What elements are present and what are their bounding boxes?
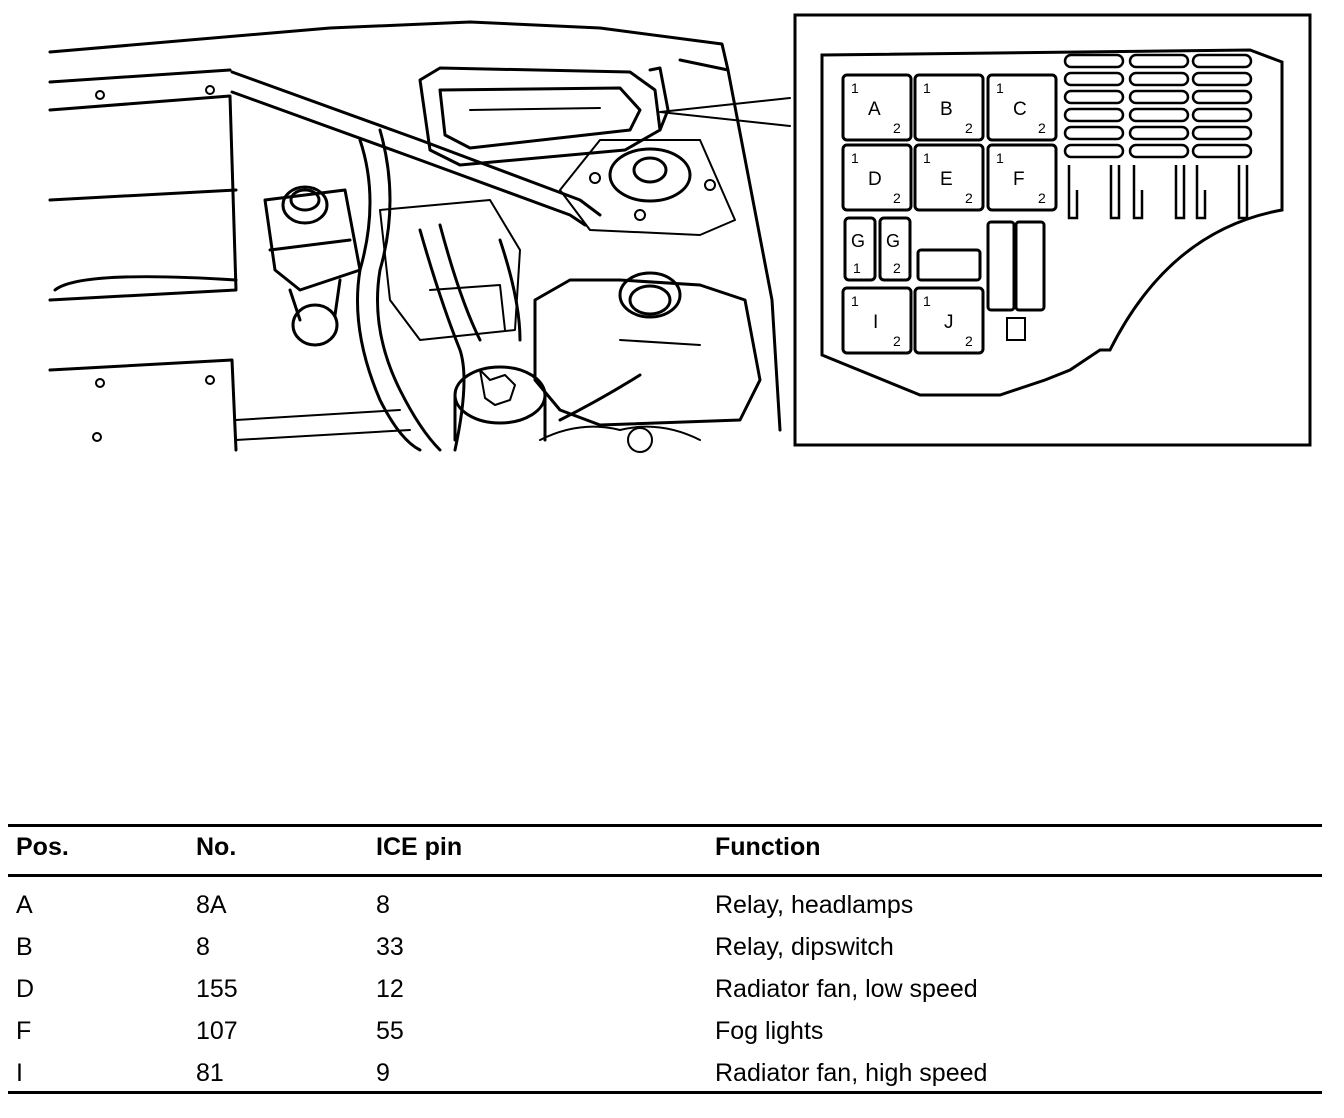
- table-bottom-rule: [8, 1091, 1322, 1094]
- row-4-function: Radiator fan, high speed: [715, 1059, 988, 1087]
- relay-B: 1 B 2: [913, 73, 985, 142]
- fuse-slot: [1128, 143, 1190, 159]
- svg-text:I: I: [873, 312, 878, 333]
- svg-text:D: D: [868, 169, 882, 190]
- svg-text:2: 2: [893, 333, 901, 349]
- svg-text:1: 1: [853, 260, 861, 276]
- fuse-slot: [1128, 71, 1190, 87]
- fuse-slot: [1191, 107, 1253, 123]
- table-header-rule: [8, 874, 1322, 877]
- fuse-slot: [1191, 89, 1253, 105]
- fuse-column-stem: [1132, 165, 1186, 220]
- fuse-column-stem: [1067, 165, 1121, 220]
- svg-text:C: C: [1013, 99, 1027, 120]
- row-0-pos: A: [16, 891, 33, 919]
- row-3-function: Fog lights: [715, 1017, 824, 1045]
- row-3-no: 107: [196, 1017, 238, 1045]
- row-2-pos: D: [16, 975, 35, 1003]
- svg-text:1: 1: [923, 293, 931, 309]
- fuse-slot: [1191, 125, 1253, 141]
- relay-box-diagram: 1 A 2 1 B 2 1 C 2 1 D 2 1 E 2 1 F 2 G 1: [793, 13, 1312, 447]
- fuse-slot: [1191, 53, 1253, 69]
- svg-text:2: 2: [1038, 120, 1046, 136]
- svg-text:1: 1: [996, 80, 1004, 96]
- fuse-slot: [1128, 107, 1190, 123]
- maxi-fuse-1: [986, 220, 1016, 312]
- svg-text:1: 1: [851, 293, 859, 309]
- relay-I: 1 I 2: [841, 286, 913, 355]
- svg-text:2: 2: [965, 120, 973, 136]
- fuse-slot: [1063, 89, 1125, 105]
- svg-text:1: 1: [851, 80, 859, 96]
- row-0-function: Relay, headlamps: [715, 891, 914, 919]
- fuse-slot: [1063, 143, 1125, 159]
- fuse-slot: [1128, 89, 1190, 105]
- relay-G-2: G 2: [878, 216, 912, 282]
- row-1-ice-pin: 33: [376, 933, 404, 961]
- header-no: No.: [196, 833, 237, 861]
- row-3-ice-pin: 55: [376, 1017, 404, 1045]
- fuse-slot: [1063, 71, 1125, 87]
- row-1-no: 8: [196, 933, 210, 961]
- svg-text:1: 1: [996, 150, 1004, 166]
- row-2-no: 155: [196, 975, 238, 1003]
- fuse-slot: [1063, 107, 1125, 123]
- maxi-fuse-2: [1014, 220, 1046, 312]
- relay-D: 1 D 2: [841, 143, 913, 212]
- empty-relay-slot: [916, 248, 982, 282]
- row-1-pos: B: [16, 933, 33, 961]
- relay-F: 1 F 2: [986, 143, 1058, 212]
- fuse-slot: [1063, 53, 1125, 69]
- table-top-rule: [8, 824, 1322, 827]
- svg-text:1: 1: [923, 150, 931, 166]
- row-4-no: 81: [196, 1059, 224, 1087]
- header-function: Function: [715, 833, 821, 861]
- inset-frame: [793, 13, 1312, 447]
- relay-J: 1 J 2: [913, 286, 985, 355]
- engine-bay-illustration: [48, 20, 791, 453]
- row-0-ice-pin: 8: [376, 891, 390, 919]
- svg-text:G: G: [886, 231, 900, 251]
- svg-text:1: 1: [851, 150, 859, 166]
- row-3-pos: F: [16, 1017, 32, 1045]
- row-0-no: 8A: [196, 891, 227, 919]
- svg-text:J: J: [944, 312, 954, 333]
- relay-E: 1 E 2: [913, 143, 985, 212]
- fuse-column-stem: [1195, 165, 1249, 220]
- svg-text:B: B: [940, 99, 953, 120]
- relay-box-outline: [820, 48, 1284, 397]
- relay-C: 1 C 2: [986, 73, 1058, 142]
- svg-text:1: 1: [923, 80, 931, 96]
- fuse-slot: [1191, 71, 1253, 87]
- svg-text:2: 2: [893, 260, 901, 276]
- svg-text:2: 2: [965, 333, 973, 349]
- fuse-slot: [1128, 125, 1190, 141]
- svg-text:2: 2: [1038, 190, 1046, 206]
- svg-text:E: E: [940, 169, 953, 190]
- row-2-function: Radiator fan, low speed: [715, 975, 978, 1003]
- relay-G-1: G 1: [843, 216, 877, 282]
- svg-text:F: F: [1013, 169, 1025, 190]
- row-2-ice-pin: 12: [376, 975, 404, 1003]
- header-ice-pin: ICE pin: [376, 833, 463, 861]
- fuse-slot: [1191, 143, 1253, 159]
- relay-A: 1 A 2: [841, 73, 913, 142]
- svg-text:2: 2: [965, 190, 973, 206]
- fuse-slot: [1128, 53, 1190, 69]
- svg-text:2: 2: [893, 120, 901, 136]
- fuse-bank: [1063, 53, 1253, 220]
- svg-text:G: G: [851, 231, 865, 251]
- row-1-function: Relay, dipswitch: [715, 933, 894, 961]
- header-pos: Pos.: [16, 833, 69, 861]
- row-4-pos: I: [16, 1059, 23, 1087]
- fuse-slot: [1063, 125, 1125, 141]
- svg-text:2: 2: [893, 190, 901, 206]
- svg-text:A: A: [868, 99, 881, 120]
- small-slot: [1006, 317, 1026, 341]
- row-4-ice-pin: 9: [376, 1059, 390, 1087]
